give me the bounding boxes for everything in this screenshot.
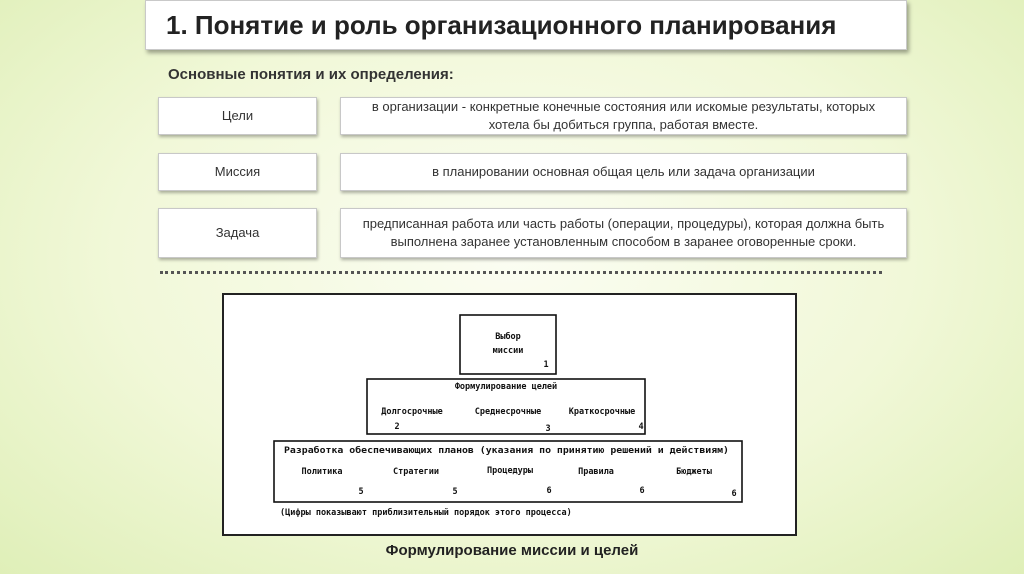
goals-item-number: 2 xyxy=(394,422,399,432)
goals-header: Формулирование целей xyxy=(455,382,557,392)
plans-item-number: 6 xyxy=(639,486,644,496)
plans-item-label: Процедуры xyxy=(487,466,533,476)
plans-item-number: 6 xyxy=(546,486,551,496)
mission-number: 1 xyxy=(543,360,548,370)
plans-box xyxy=(273,440,743,503)
plans-item-number: 5 xyxy=(452,487,457,497)
definition-box-mission: в планировании основная общая цель или з… xyxy=(340,153,907,191)
plans-item-label: Политика xyxy=(302,467,343,477)
mission-box xyxy=(459,314,557,375)
plans-item-number: 5 xyxy=(358,487,363,497)
plans-item-label: Бюджеты xyxy=(676,467,712,477)
term-label: Цели xyxy=(221,107,254,123)
plans-header: Разработка обеспечивающих планов (указан… xyxy=(284,445,729,456)
definition-box-task: предписанная работа или часть работы (оп… xyxy=(340,208,907,258)
dotted-separator xyxy=(160,271,882,274)
title-box: 1. Понятие и роль организационного плани… xyxy=(145,0,907,50)
definition-text: в планировании основная общая цель или з… xyxy=(432,163,815,179)
hierarchy-diagram: Выбор миссии 1 Формулирование целей Долг… xyxy=(273,314,743,518)
definition-text: предписанная работа или часть работы (оп… xyxy=(362,215,885,249)
mission-label-line1: Выбор xyxy=(495,331,521,342)
page-title: 1. Понятие и роль организационного плани… xyxy=(166,9,837,40)
plans-item-label: Стратегии xyxy=(393,467,439,477)
term-box-task: Задача xyxy=(158,208,317,258)
plans-item-number: 6 xyxy=(731,489,736,499)
section-subtitle: Основные понятия и их определения: xyxy=(168,66,454,83)
definition-box-goals: в организации - конкретные конечные сост… xyxy=(340,97,907,135)
goals-item-label: Краткосрочные xyxy=(569,407,636,417)
figure-caption: Формулирование миссии и целей xyxy=(385,542,639,559)
definition-text: в организации - конкретные конечные сост… xyxy=(371,98,876,132)
mission-label-line2: миссии xyxy=(493,346,524,356)
goals-item-number: 3 xyxy=(545,424,550,434)
goals-box xyxy=(366,378,646,435)
planning-hierarchy-figure: Выбор миссии 1 Формулирование целей Долг… xyxy=(222,293,797,536)
term-label: Миссия xyxy=(214,163,261,179)
goals-item-label: Долгосрочные xyxy=(381,407,442,417)
term-box-mission: Миссия xyxy=(158,153,317,191)
goals-item-number: 4 xyxy=(638,422,643,432)
diagram-footnote: (Цифры показывают приблизительный порядо… xyxy=(280,507,572,518)
goals-item-label: Среднесрочные xyxy=(475,407,542,417)
plans-item-label: Правила xyxy=(578,467,614,477)
term-label: Задача xyxy=(215,224,260,240)
term-box-goals: Цели xyxy=(158,97,317,135)
